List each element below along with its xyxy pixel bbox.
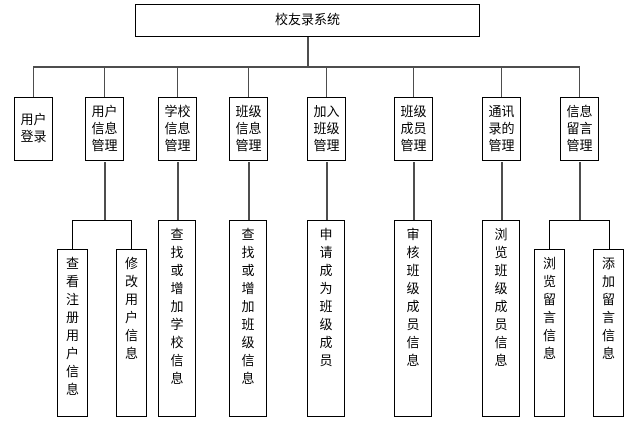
node-find-or-add-class-info-label: 查找或增加班级信息 [241,228,255,387]
node-school-info-mgmt-label: 学校信息管理 [164,104,191,154]
node-user-info-mgmt[interactable]: 用户信息管理 [85,97,124,161]
connector-drop-l3-1 [72,220,73,250]
connector-drop-l2-5 [326,66,327,97]
node-class-info-mgmt[interactable]: 班级信息管理 [229,97,268,161]
node-view-registered-user-info[interactable]: 查看注册用户信息 [57,249,88,417]
node-find-or-add-school-info-label: 查找或增加学校信息 [170,228,184,387]
node-add-message-info[interactable]: 添加留言信息 [593,249,624,417]
node-browse-message-info-label: 浏览留言信息 [542,257,556,362]
node-contact-list-mgmt-label: 通讯录的管理 [488,104,515,154]
node-browse-class-member-info-label: 浏览班级成员信息 [494,228,508,369]
node-find-or-add-class-info[interactable]: 查找或增加班级信息 [229,220,267,417]
node-find-or-add-school-info[interactable]: 查找或增加学校信息 [158,220,196,417]
connector-stem-school-info [177,162,179,221]
node-class-member-mgmt[interactable]: 班级成员管理 [394,97,433,161]
connector-drop-l2-3 [177,66,178,97]
node-message-board-mgmt[interactable]: 信息留言管理 [560,97,599,161]
node-browse-message-info[interactable]: 浏览留言信息 [534,249,565,417]
node-root[interactable]: 校友录系统 [135,4,480,37]
connector-stem-message [579,162,581,221]
node-class-info-mgmt-label: 班级信息管理 [235,104,262,154]
connector-drop-l2-6 [413,66,414,97]
connector-drop-l2-7 [501,66,502,97]
connector-drop-l2-1 [33,66,34,97]
node-school-info-mgmt[interactable]: 学校信息管理 [158,97,197,161]
connector-stem-join-class [326,162,328,221]
connector-stem-user-info [104,162,106,221]
node-user-login[interactable]: 用户登录 [14,97,53,161]
node-message-board-mgmt-label: 信息留言管理 [566,104,593,154]
connector-drop-l2-2 [104,66,105,97]
node-contact-list-mgmt[interactable]: 通讯录的管理 [482,97,521,161]
node-user-login-label: 用户登录 [20,113,47,145]
node-apply-class-member-label: 申请成为班级成员 [319,228,333,369]
node-join-class-mgmt[interactable]: 加入班级管理 [307,97,346,161]
connector-root-stem [307,36,309,67]
connector-drop-l2-8 [579,66,580,97]
connector-drop-l3-2 [131,220,132,250]
connector-drop-l3-9 [609,220,610,250]
connector-stem-class-info [248,162,250,221]
connector-drop-l2-4 [248,66,249,97]
node-view-registered-user-info-label: 查看注册用户信息 [65,257,79,398]
node-class-member-mgmt-label: 班级成员管理 [400,104,427,154]
connector-stem-class-member [413,162,415,221]
node-browse-class-member-info[interactable]: 浏览班级成员信息 [482,220,520,417]
node-join-class-mgmt-label: 加入班级管理 [313,104,340,154]
node-modify-user-info-label: 修改用户信息 [124,257,138,362]
connector-stem-contact-list [501,162,503,221]
node-root-label: 校友录系统 [274,13,340,28]
node-apply-class-member[interactable]: 申请成为班级成员 [307,220,345,417]
node-modify-user-info[interactable]: 修改用户信息 [116,249,147,417]
connector-main-bus [33,66,580,68]
node-user-info-mgmt-label: 用户信息管理 [91,104,118,154]
node-add-message-info-label: 添加留言信息 [601,257,615,362]
node-review-class-member-info[interactable]: 审核班级成员信息 [394,220,432,417]
connector-bus-user-info [72,220,132,221]
node-review-class-member-info-label: 审核班级成员信息 [406,228,420,369]
connector-drop-l3-8 [549,220,550,250]
connector-bus-message [549,220,610,221]
